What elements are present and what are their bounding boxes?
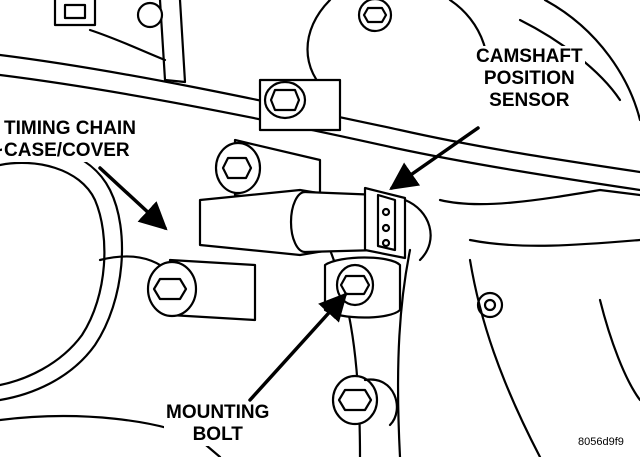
camshaft-sensor-body (198, 186, 432, 262)
label-line: TIMING CHAIN (4, 118, 136, 139)
left-lower-boss (146, 258, 257, 322)
camshaft-position-sensor-label: CAMSHAFT POSITION SENSOR (474, 46, 585, 112)
upper-boss (258, 78, 342, 132)
drive-belt (0, 53, 640, 192)
timing-chain-case-cover-label: TIMING CHAIN CASE/COVER (2, 118, 138, 162)
sensor-leader-arrow (389, 126, 480, 191)
label-line: POSITION (483, 68, 575, 89)
mounting-bolt-label: MOUNTING BOLT (164, 402, 272, 446)
cover-leader-arrow (98, 166, 168, 231)
top-right-bolt (357, 0, 393, 33)
label-line: BOLT (192, 424, 243, 445)
label-line: SENSOR (489, 90, 570, 111)
figure-reference-id: 8056d9f9 (578, 436, 624, 448)
lower-bolt (331, 374, 398, 427)
label-line: CASE/COVER (4, 140, 130, 161)
hose-clip (53, 0, 187, 84)
bolt-leader-arrow (248, 292, 348, 402)
engine-block-right (438, 188, 640, 457)
mounting-bolt-boss (323, 256, 402, 319)
label-line: MOUNTING (166, 402, 270, 423)
label-line: CAMSHAFT (476, 46, 583, 67)
top-left-bolt (136, 1, 164, 29)
